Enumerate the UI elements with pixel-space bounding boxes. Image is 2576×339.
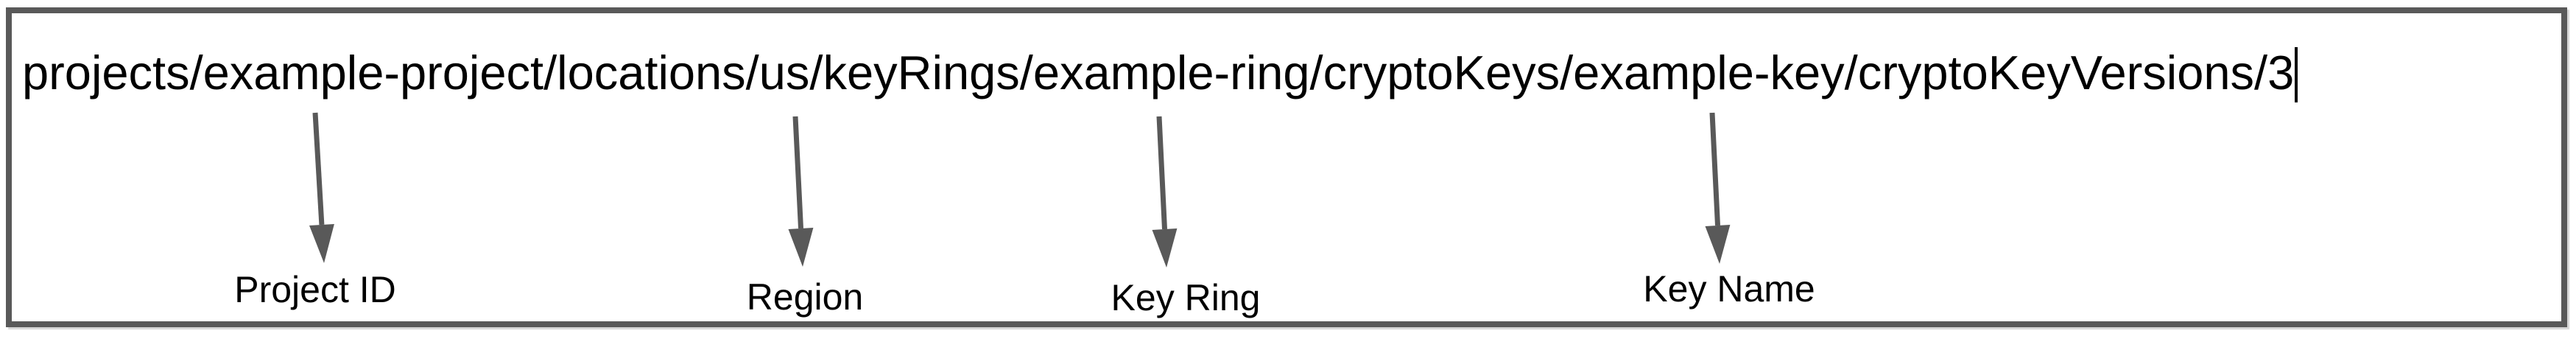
resource-path-field[interactable] <box>6 7 2567 327</box>
text-caret <box>2295 47 2298 102</box>
project-id-arrow-icon <box>295 107 346 269</box>
key-name-arrow-icon <box>1694 107 1745 270</box>
resource-path-text[interactable]: projects/example-project/locations/us/ke… <box>22 47 2298 102</box>
region-arrow-icon <box>777 111 828 273</box>
project-id-label: Project ID <box>234 269 396 310</box>
key-name-label: Key Name <box>1643 268 1815 310</box>
key-ring-label: Key Ring <box>1111 277 1261 318</box>
resource-path-value: projects/example-project/locations/us/ke… <box>22 46 2295 99</box>
key-ring-arrow-icon <box>1141 111 1193 273</box>
region-label: Region <box>746 276 864 318</box>
